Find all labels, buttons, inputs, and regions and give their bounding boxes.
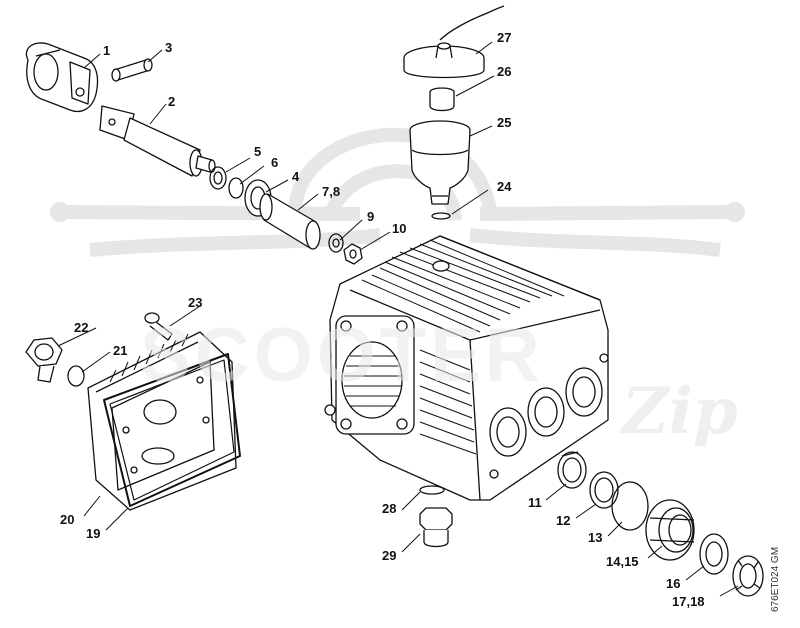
callout-20: 20	[60, 512, 75, 527]
pump-housing	[324, 235, 609, 501]
part-12-seal	[589, 471, 619, 509]
callout-3: 3	[165, 40, 173, 55]
callout-22: 22	[74, 320, 89, 335]
callout-25: 25	[497, 115, 512, 130]
part-5-ring	[209, 166, 227, 190]
callout-10: 10	[392, 221, 407, 236]
part-28-oring	[419, 485, 445, 495]
callout-16: 16	[666, 576, 681, 591]
callout-13: 13	[588, 530, 603, 545]
callout-9: 9	[367, 209, 375, 224]
part-16-ring	[699, 533, 729, 575]
part-21-oring	[67, 365, 85, 387]
part-29-plug	[419, 507, 453, 548]
callout-26: 26	[497, 64, 512, 79]
watermark-text: SCOOTER	[140, 313, 544, 398]
callout-17-18: 17,18	[672, 594, 705, 609]
part-24-oring	[431, 212, 451, 220]
callout-2: 2	[168, 94, 176, 109]
callout-28: 28	[382, 501, 397, 516]
callout-23: 23	[188, 295, 203, 310]
part-13-oring	[611, 481, 649, 531]
part-6-oring	[228, 177, 244, 199]
part-1-clevis	[25, 42, 99, 113]
callout-14-15: 14,15	[606, 554, 639, 569]
callout-27: 27	[497, 30, 512, 45]
callout-4: 4	[292, 169, 300, 184]
callout-11: 11	[528, 495, 542, 510]
part-17-18-nut	[732, 555, 764, 597]
callout-7-8: 7,8	[322, 184, 341, 199]
part-11-sleeve	[557, 451, 587, 489]
watermark-script-text: Zip	[622, 374, 738, 449]
callout-1: 1	[103, 43, 111, 58]
part-22-plug	[25, 337, 63, 383]
part-14-15-bushing	[645, 499, 695, 561]
part-2-plunger	[99, 105, 216, 177]
part-25-housing	[409, 120, 471, 205]
part-23-screw	[144, 312, 173, 341]
callout-29: 29	[382, 548, 397, 563]
callout-24: 24	[497, 179, 512, 194]
callout-6: 6	[271, 155, 279, 170]
part-9-washer	[328, 233, 344, 253]
callout-5: 5	[254, 144, 262, 159]
callout-19: 19	[86, 526, 101, 541]
watermark-emblem	[59, 128, 736, 257]
part-26-cap	[429, 87, 455, 112]
leader-lines	[57, 41, 739, 597]
part-19-gasket	[103, 353, 241, 507]
callout-21: 21	[113, 343, 128, 358]
part-3-pin	[111, 58, 153, 82]
drawing-code: 676ET024 GM	[770, 546, 781, 612]
part-27-cap	[403, 5, 505, 79]
part-10-nut	[343, 243, 363, 265]
part-7-8-sleeve	[259, 193, 321, 250]
callout-12: 12	[556, 513, 571, 528]
